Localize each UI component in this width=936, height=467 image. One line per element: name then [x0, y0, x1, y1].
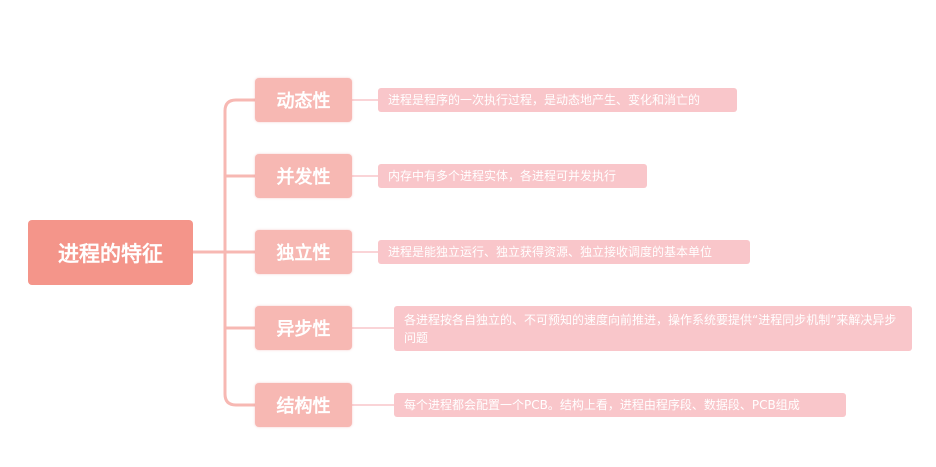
root-node[interactable]: 进程的特征 — [28, 220, 193, 285]
branch-node-independent[interactable]: 独立性 — [255, 230, 352, 274]
branch-node-dynamic[interactable]: 动态性 — [255, 78, 352, 122]
desc-node-independent[interactable]: 进程是能独立运行、独立获得资源、独立接收调度的基本单位 — [378, 240, 750, 264]
desc-node-structural[interactable]: 每个进程都会配置一个PCB。结构上看，进程由程序段、数据段、PCB组成 — [394, 393, 846, 417]
desc-node-asynchronous[interactable]: 各进程按各自独立的、不可预知的速度向前推进，操作系统要提供“进程同步机制”来解决… — [394, 306, 912, 351]
branch-node-asynchronous[interactable]: 异步性 — [255, 306, 352, 350]
branch-node-structural[interactable]: 结构性 — [255, 383, 352, 427]
branch-node-concurrent[interactable]: 并发性 — [255, 154, 352, 198]
desc-node-dynamic[interactable]: 进程是程序的一次执行过程，是动态地产生、变化和消亡的 — [378, 88, 737, 112]
desc-node-concurrent[interactable]: 内存中有多个进程实体，各进程可并发执行 — [378, 164, 647, 188]
